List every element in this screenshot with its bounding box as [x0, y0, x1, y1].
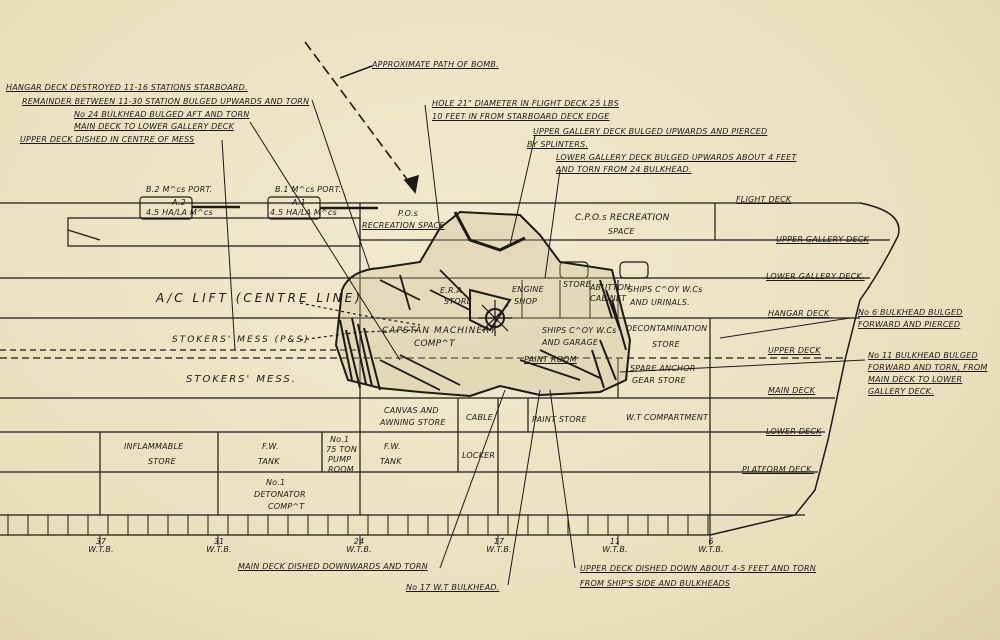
annotation-hangar-destroyed-1: HANGAR DECK DESTROYED 11-16 STATIONS STA…	[6, 83, 248, 92]
gun-sponson	[67, 217, 361, 247]
cpos-recreation-1: C.P.O.s RECREATION	[575, 213, 670, 223]
locker: LOCKER	[462, 451, 496, 460]
gun-a2-name: A.2	[172, 198, 186, 207]
ships-coy-wc-upper-1: SHIPS C^OY W.Cs	[628, 285, 703, 294]
engine-shop-1: ENGINE	[512, 285, 544, 294]
ships-coy-wc-lower-2: AND GARAGE	[542, 338, 599, 347]
annotation-bulkhead24-2: MAIN DECK TO LOWER GALLERY DECK	[74, 122, 235, 131]
annotation-upper-deck-dished-4ft-2: FROM SHIP'S SIDE AND BULKHEADS	[580, 579, 731, 588]
abutton-cabinet-2: CABINET	[590, 294, 627, 303]
bow-profile	[709, 202, 900, 536]
pump-room-2: 75 TON	[326, 445, 358, 454]
bomb-path	[304, 41, 420, 194]
pump-room-3: PUMP	[328, 455, 352, 464]
capstan-machinery-2: COMP^T	[414, 339, 455, 349]
annotation-lower-gallery-bulged-1: LOWER GALLERY DECK BULGED UPWARDS ABOUT …	[556, 153, 797, 162]
deck-label-upper: UPPER DECK	[768, 346, 821, 355]
canvas-awning-2: AWNING STORE	[380, 418, 446, 427]
wt-compartment: W.T COMPARTMENT	[626, 413, 709, 422]
annotation-hole-1: HOLE 21" DIAMETER IN FLIGHT DECK 25 LBS	[432, 99, 619, 108]
era-store-1: E.R.A	[440, 286, 463, 295]
stokers-mess: STOKERS' MESS.	[186, 374, 297, 385]
fw-tank-2-a: F.W.	[384, 442, 401, 451]
gun-a2-caliber: 4.5 HA/LA M^cs	[146, 208, 213, 217]
damage-zone	[299, 210, 632, 398]
gun-a2-top-label: B.2 M^cs PORT.	[146, 185, 213, 194]
annotation-bulkhead11-4: GALLERY DECK.	[868, 387, 934, 396]
inflammable-store-2: STORE	[148, 457, 176, 466]
deck-label-upper-gallery: UPPER GALLERY DECK	[776, 235, 869, 244]
fw-tank-1-a: F.W.	[262, 442, 279, 451]
annotation-main-deck-dished: MAIN DECK DISHED DOWNWARDS AND TORN	[238, 562, 428, 571]
gun-a1-caliber: 4.5 HA/LA M^cs	[270, 208, 337, 217]
detonator-comp-1: No.1	[266, 478, 286, 487]
ships-coy-wc-lower-1: SHIPS C^OY W.Cs	[542, 326, 617, 335]
annotation-upper-deck-dished-4ft-1: UPPER DECK DISHED DOWN ABOUT 4-5 FEET AN…	[580, 564, 816, 573]
annotation-bulkhead6-1: No 6 BULKHEAD BULGED	[858, 308, 963, 317]
gun-a1-top-label: B.1 M^cs PORT.	[275, 185, 342, 194]
cpos-recreation-2: SPACE	[608, 227, 635, 236]
deck-label-lower-gallery: LOWER GALLERY DECK.	[766, 272, 865, 281]
deck-label-hangar: HANGAR DECK	[768, 309, 830, 318]
deck-label-main: MAIN DECK	[768, 386, 816, 395]
inflammable-store-1: INFLAMMABLE	[124, 442, 184, 451]
annotation-bulkhead11-1: No 11 BULKHEAD BULGED	[868, 351, 978, 360]
cable: CABLE	[466, 413, 494, 422]
small-store: STORE	[563, 280, 591, 289]
annotation-upper-gallery-bulged-1: UPPER GALLERY DECK BULGED UPWARDS AND PI…	[533, 127, 768, 136]
paint-room: PAINT ROOM	[524, 355, 577, 364]
deck-label-flight: FLIGHT DECK	[736, 195, 792, 204]
fw-tank-2-b: TANK	[380, 457, 402, 466]
spare-anchor-2: GEAR STORE	[632, 376, 686, 385]
engine-shop-2: SHOP	[514, 297, 538, 306]
decontamination-store-1: DECONTAMINATION	[626, 324, 708, 333]
abutton-cabinet-1: ABUTTON	[590, 283, 631, 292]
detonator-comp-2: DETONATOR	[254, 490, 306, 499]
decontamination-store-2: STORE	[652, 340, 680, 349]
fw-tank-1-b: TANK	[258, 457, 280, 466]
canvas-awning-1: CANVAS AND	[384, 406, 439, 415]
frame-stations	[7, 515, 711, 545]
aircraft-lift: A/C LIFT (CENTRE LINE)	[156, 291, 363, 305]
era-store-2: STORE	[444, 297, 472, 306]
annotation-hole-2: 10 FEET IN FROM STARBOARD DECK EDGE	[432, 112, 610, 121]
pump-room-4: ROOM	[328, 465, 354, 474]
ships-coy-wc-upper-2: AND URINALS.	[630, 298, 690, 307]
spare-anchor-1: SPARE ANCHOR	[630, 364, 696, 373]
leader-lines	[221, 99, 866, 586]
annotation-bulkhead24-1: No 24 BULKHEAD BULGED AFT AND TORN	[74, 110, 250, 119]
pos-recreation-1: P.O.s	[398, 209, 418, 218]
paint-store: PAINT STORE	[532, 415, 587, 424]
deck-lines	[0, 202, 890, 536]
deck-label-platform: PLATFORM DECK.	[742, 465, 815, 474]
annotation-upper-gallery-bulged-2: BY SPLINTERS.	[527, 140, 589, 149]
annotation-bulkhead11-3: MAIN DECK TO LOWER	[868, 375, 963, 384]
annotation-bulkhead6-2: FORWARD AND PIERCED	[858, 320, 961, 329]
stokers-mess-ps: STOKERS' MESS (P&S)	[172, 335, 310, 345]
gun-a1-name: A.1	[292, 198, 306, 207]
pump-room-1: No.1	[330, 435, 350, 444]
annotation-bomb-path: APPROXIMATE PATH OF BOMB.	[372, 60, 499, 69]
annotation-lower-gallery-bulged-2: AND TORN FROM 24 BULKHEAD.	[556, 165, 692, 174]
bulkheads	[99, 203, 716, 535]
annotation-bulkhead11-2: FORWARD AND TORN, FROM	[868, 363, 988, 372]
detonator-comp-3: COMP^T	[268, 502, 305, 511]
annotation-hangar-destroyed-2: REMAINDER BETWEEN 11-30 STATION BULGED U…	[22, 97, 310, 106]
annotation-bulkhead17: No 17 W.T BULKHEAD.	[406, 583, 500, 592]
deck-label-lower: LOWER DECK	[766, 427, 822, 436]
capstan-machinery-1: CAPSTAN MACHINERY	[382, 326, 497, 336]
annotation-upper-deck-dished: UPPER DECK DISHED IN CENTRE OF MESS	[20, 135, 195, 144]
pos-recreation-2: RECREATION SPACE	[362, 221, 445, 230]
